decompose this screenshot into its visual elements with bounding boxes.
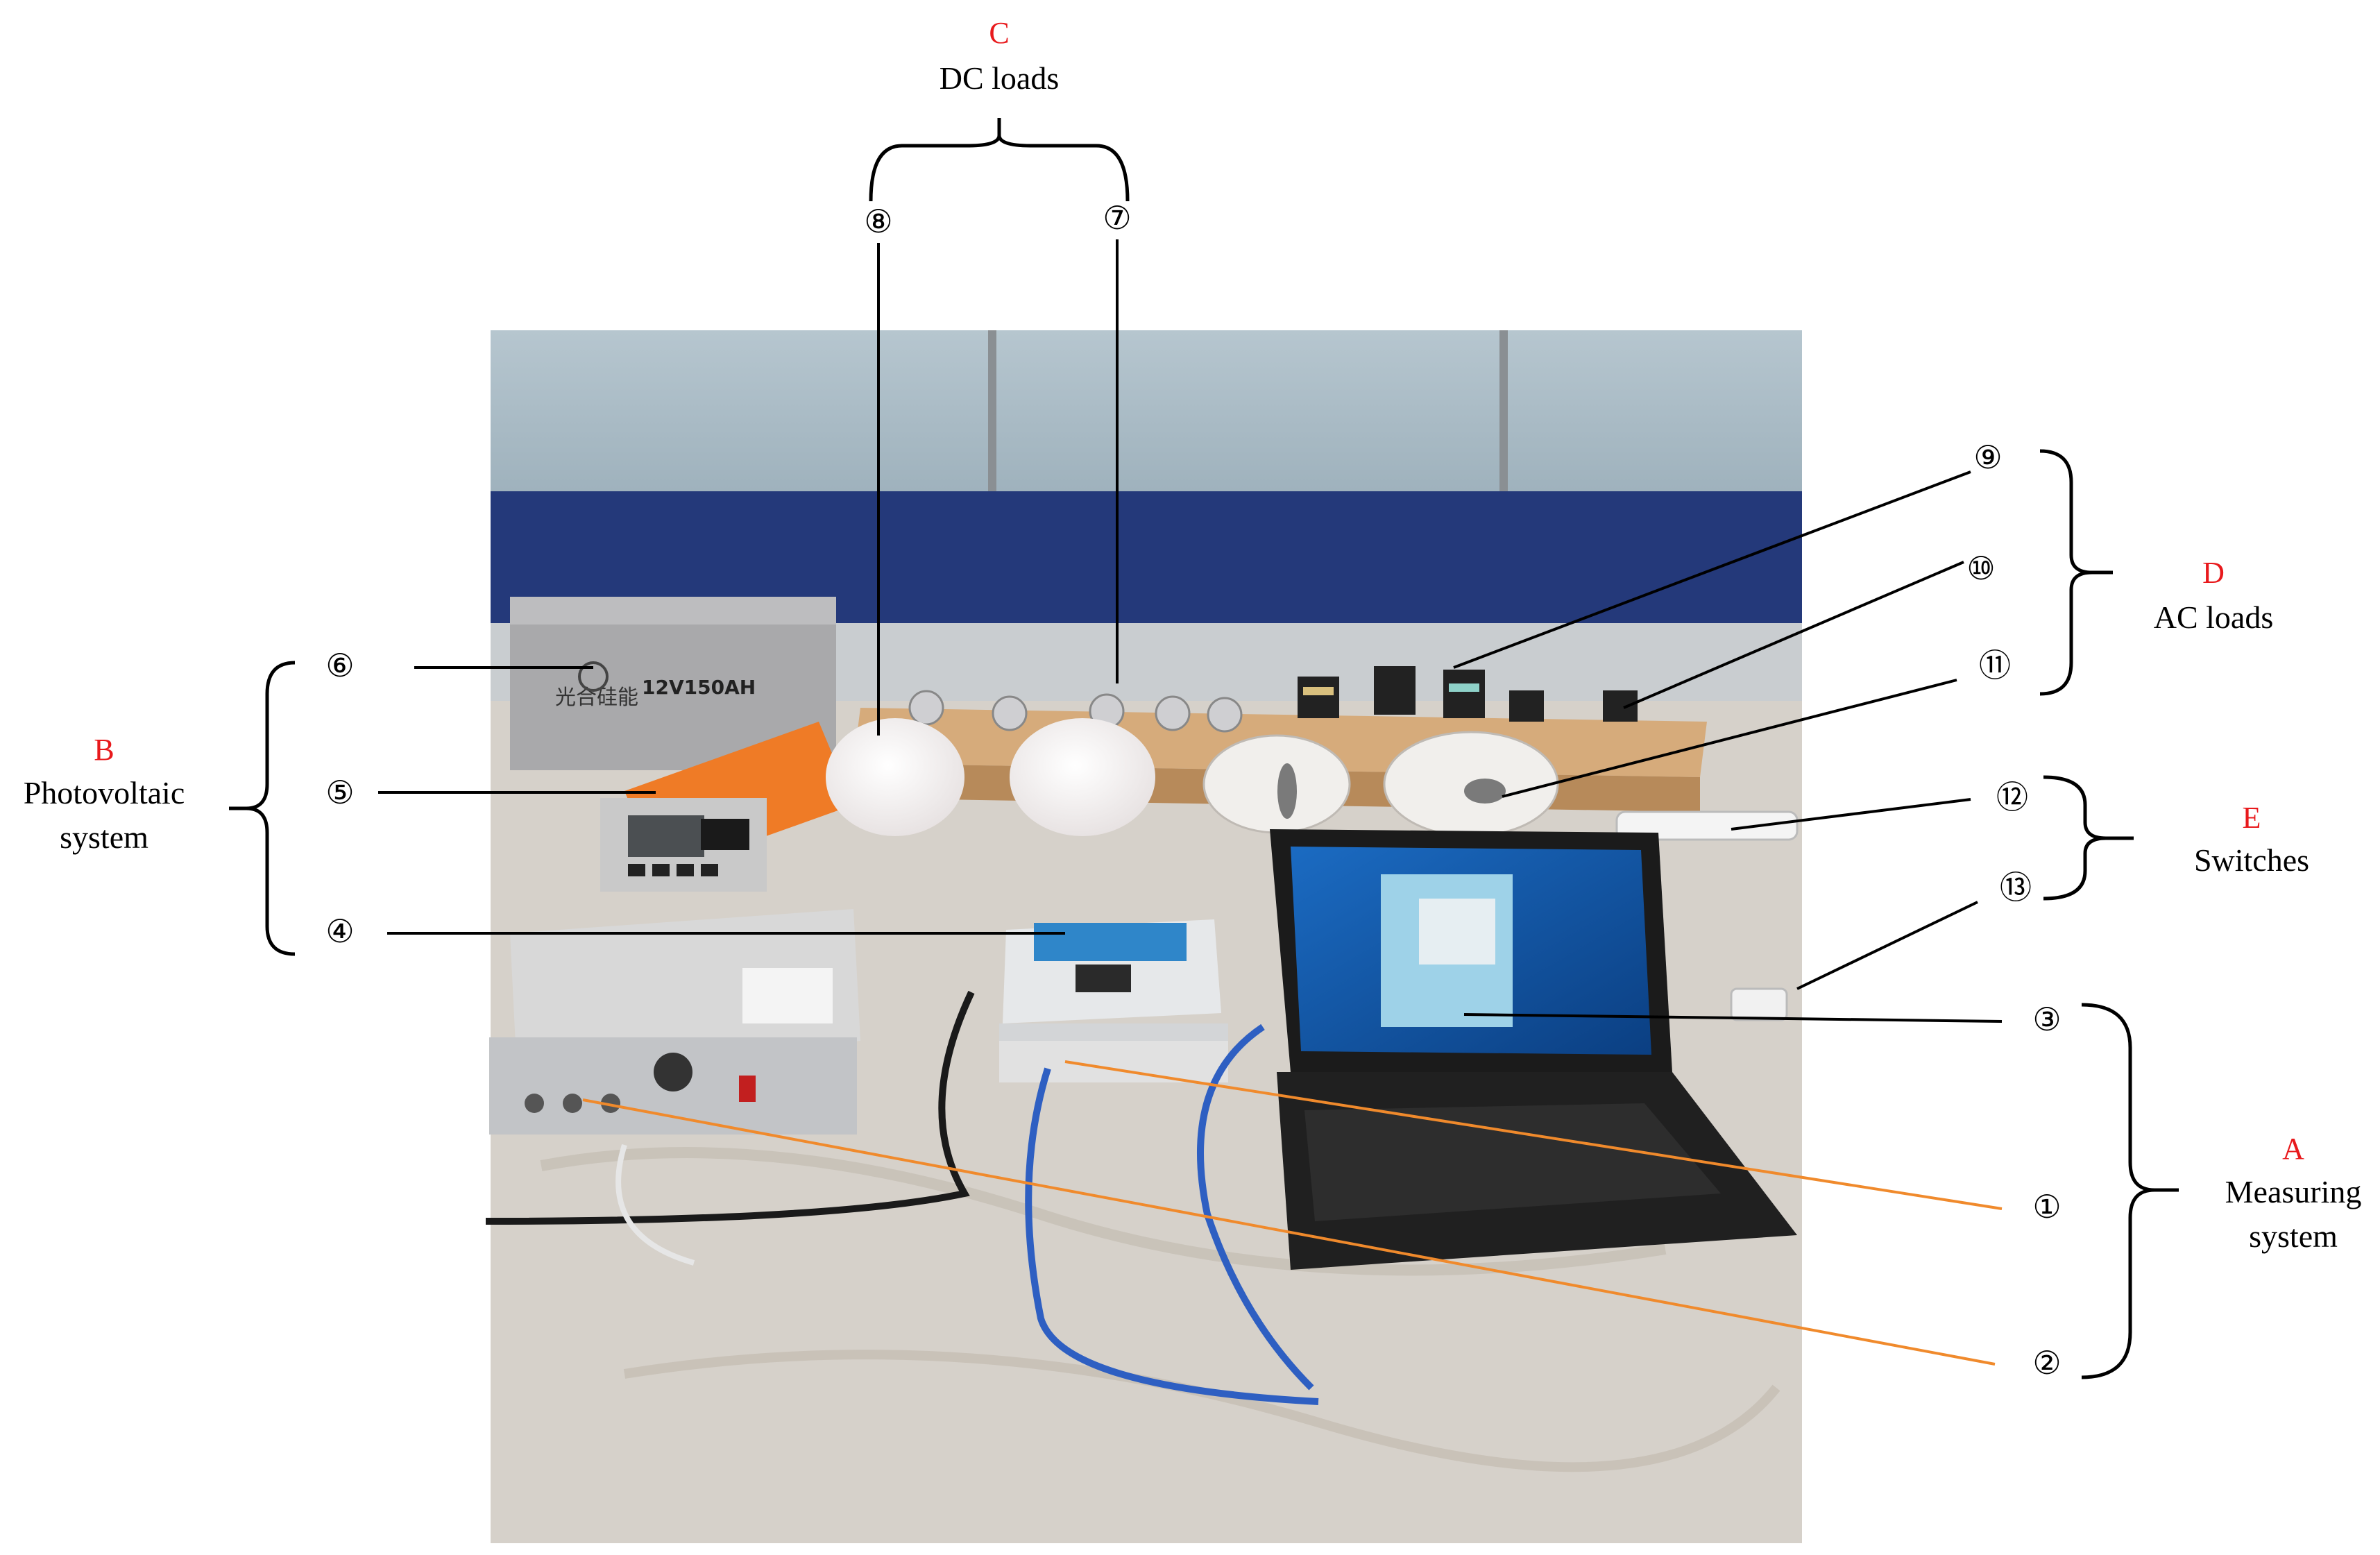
partition-glass — [491, 330, 1802, 491]
leader-1 — [1064, 1060, 2003, 1210]
marker-5: ⑤ — [325, 775, 354, 810]
marker-11: ⑪ — [1979, 648, 2011, 683]
marker-12: ⑫ — [1996, 780, 2028, 815]
measuring-instrument — [489, 909, 860, 1135]
laptop — [1270, 829, 1797, 1270]
group-b-letter: B — [94, 733, 114, 767]
battery-model: 12V150AH — [642, 676, 756, 699]
group-e-name: Switches — [2194, 842, 2309, 878]
markers: ① ② ③ ④ ⑤ ⑥ ⑦ ⑧ ⑨ ⑩ ⑪ ⑫ ⑬ — [325, 201, 2061, 1381]
dc-bulb-7 — [1010, 718, 1155, 836]
leader-lines — [378, 239, 2003, 1366]
bracket-e — [2043, 775, 2134, 901]
marker-10: ⑩ — [1966, 551, 1995, 586]
charge-controller — [999, 919, 1228, 1082]
inverter — [600, 722, 853, 892]
marker-1: ① — [2032, 1189, 2061, 1225]
brackets — [229, 118, 2179, 1379]
bracket-a — [2081, 1003, 2179, 1379]
group-b-name-line2: system — [60, 819, 148, 855]
group-d-letter: D — [2202, 556, 2225, 590]
switch-strip — [1615, 810, 1799, 1021]
setup-photo: 光合硅能 12V150AH — [485, 330, 1802, 1543]
leader-11 — [1502, 679, 1957, 798]
dc-bulb-8 — [826, 718, 964, 836]
group-a-name-line2: system — [2249, 1218, 2338, 1254]
leader-9 — [1453, 470, 1971, 669]
marker-3: ③ — [2032, 1002, 2061, 1037]
marker-8: ⑧ — [864, 204, 892, 239]
group-c-name: DC loads — [940, 60, 1060, 96]
leader-13 — [1796, 901, 1978, 990]
group-e-letter: E — [2243, 801, 2261, 835]
marker-4: ④ — [325, 914, 354, 949]
ac-led-panel-1 — [1202, 734, 1351, 834]
dc-motors — [908, 690, 1243, 733]
bracket-d — [2039, 449, 2113, 696]
group-a-letter: A — [2282, 1132, 2304, 1166]
marker-7: ⑦ — [1103, 201, 1131, 236]
marker-6: ⑥ — [325, 648, 354, 683]
bracket-c — [869, 118, 1130, 202]
marker-2: ② — [2032, 1345, 2061, 1381]
group-d-name: AC loads — [2154, 600, 2274, 635]
bracket-b — [229, 661, 296, 956]
group-titles: C DC loads B Photovoltaic system D AC lo… — [24, 16, 2362, 1254]
leader-10 — [1623, 561, 1964, 709]
leader-2 — [582, 1098, 1996, 1366]
group-c-letter: C — [989, 16, 1009, 50]
marker-9: ⑨ — [1973, 440, 2002, 475]
group-b-name-line1: Photovoltaic — [24, 775, 185, 810]
leader-3 — [1463, 1013, 2003, 1023]
ac-motors — [1298, 666, 1638, 722]
marker-13: ⑬ — [2000, 870, 2032, 906]
leader-12 — [1731, 798, 1971, 831]
group-a-name-line1: Measuring — [2225, 1174, 2362, 1209]
